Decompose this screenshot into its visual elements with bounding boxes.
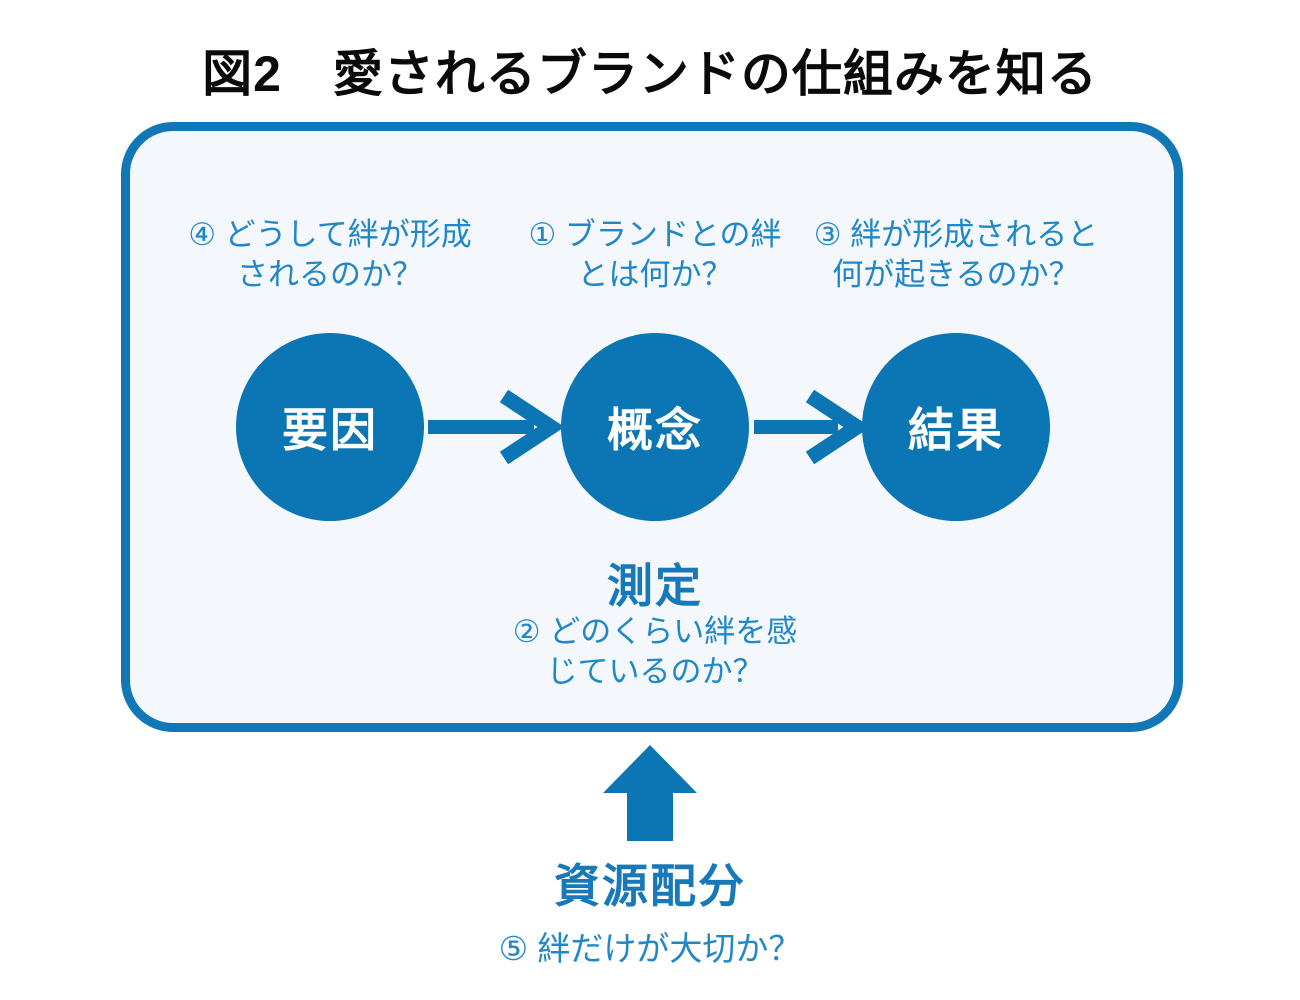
question-2-label: ② どのくらい絆を感 じているのか？ <box>455 612 855 692</box>
question-3-line1: ③ 絆が形成されると <box>813 217 1099 252</box>
resource-allocation-label: 資源配分 <box>554 860 746 912</box>
node-factor: 要因 <box>236 333 424 521</box>
figure-title: 図2 愛されるブランドの仕組みを知る <box>202 46 1098 102</box>
question-1-line2: とは何か？ <box>577 257 733 292</box>
measurement-label: 測定 <box>607 560 703 612</box>
node-result: 結果 <box>862 333 1050 521</box>
question-4-line2: されるのか？ <box>237 257 423 292</box>
node-result-label: 結果 <box>908 404 1004 456</box>
question-2-line1: ② どのくらい絆を感 <box>512 614 798 649</box>
question-1-line1: ① ブランドとの絆 <box>528 217 782 252</box>
question-2-line2: じているのか？ <box>546 654 764 689</box>
arrow-up-icon <box>603 745 697 841</box>
node-concept-label: 概念 <box>607 404 703 456</box>
question-3-label: ③ 絆が形成されると 何が起きるのか？ <box>756 215 1156 295</box>
question-4-label: ④ どうして絆が形成 されるのか？ <box>130 215 530 295</box>
node-factor-label: 要因 <box>282 404 378 456</box>
question-4-line1: ④ どうして絆が形成 <box>188 217 472 252</box>
question-3-line2: 何が起きるのか？ <box>832 257 1080 292</box>
question-1-label: ① ブランドとの絆 とは何か？ <box>455 215 855 295</box>
node-concept: 概念 <box>561 333 749 521</box>
question-5-label: ⑤ 絆だけが大切か？ <box>498 930 802 967</box>
